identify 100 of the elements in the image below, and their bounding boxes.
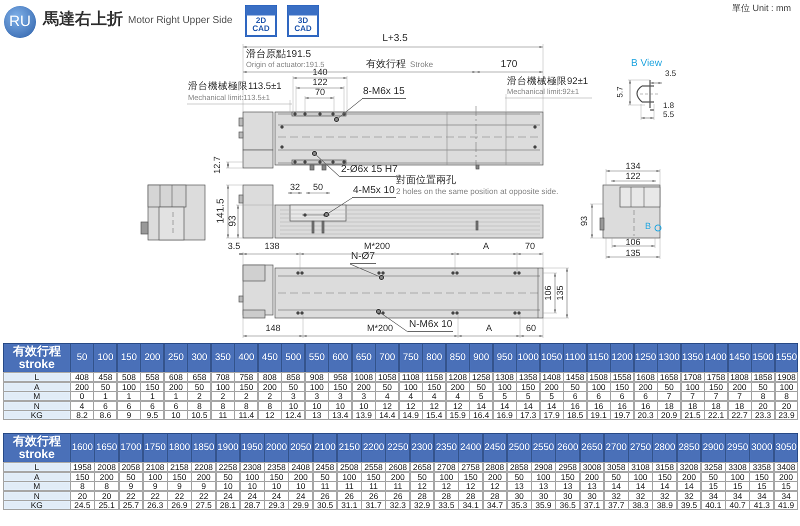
table-header-cell: 1100 xyxy=(563,343,588,372)
table-header-cell: 800 xyxy=(422,343,446,372)
callout-text: N-Ø7 xyxy=(350,251,376,264)
table-cell: 4 xyxy=(422,391,446,402)
table-header-cell: 2000 xyxy=(264,433,289,462)
dimension-label: 有效行程 xyxy=(366,59,406,70)
dimension-label: 135 xyxy=(556,285,566,301)
table-cell: 5 xyxy=(492,391,517,402)
table-header-cell: 1300 xyxy=(657,343,682,372)
table-cell: 2508 xyxy=(336,462,362,472)
table-header-cell: 1500 xyxy=(751,343,775,372)
table-cell: 16.9 xyxy=(492,410,517,420)
table-cell: 150 xyxy=(610,382,634,392)
table-header-cell: 2700 xyxy=(604,433,629,462)
table-cell: 10 xyxy=(216,481,240,492)
table-cell: 29.3 xyxy=(264,500,289,510)
table-cell: 12 xyxy=(258,410,282,420)
table-cell: 1908 xyxy=(774,372,798,382)
table-cell: 23.9 xyxy=(774,410,798,420)
table-cell: 37.1 xyxy=(580,500,604,510)
table-cell: 14.4 xyxy=(375,410,400,420)
table-cell: 8 xyxy=(751,391,775,402)
table-cell: 12 xyxy=(458,481,484,492)
table-cell: 32.9 xyxy=(410,500,434,510)
table-cell: 15.9 xyxy=(446,410,470,420)
table-cell: 3008 xyxy=(580,462,604,472)
table-cell: 19.7 xyxy=(610,410,634,420)
table-cell: 3 xyxy=(352,391,376,402)
dimension-note: 滑台原點191.5 xyxy=(246,49,312,60)
table-cell: 658 xyxy=(187,372,212,382)
row-header-cell: L xyxy=(3,372,70,382)
table-cell: 8 xyxy=(94,481,120,492)
table-header-cell: 1850 xyxy=(191,433,216,462)
table-cell: 12.4 xyxy=(281,410,306,420)
table-cell: 2208 xyxy=(191,462,216,472)
table-header-cell: 2050 xyxy=(288,433,314,462)
table-cell: 25.7 xyxy=(118,500,144,510)
table-cell: 1258 xyxy=(469,372,494,382)
dimension-label: 70 xyxy=(525,242,535,252)
table-cell: 17.3 xyxy=(516,410,540,420)
table-cell: 6 xyxy=(586,391,611,402)
view-marker: B xyxy=(645,222,652,232)
table-cell: 1958 xyxy=(70,462,95,472)
table-cell: 15 xyxy=(749,481,774,492)
table-cell: 11 xyxy=(312,481,338,492)
table-cell: 150 xyxy=(328,382,352,392)
table-cell: 9 xyxy=(118,481,144,492)
table-cell: 12 xyxy=(482,481,508,492)
table-cell: 3 xyxy=(304,391,329,402)
table-cell: 2608 xyxy=(385,462,410,472)
table-header-cell: 550 xyxy=(304,343,329,372)
table-cell: 150 xyxy=(749,472,774,482)
table-cell: 200 xyxy=(94,472,120,482)
dimension-label: 122 xyxy=(312,78,328,88)
table-cell: 20 xyxy=(751,400,775,411)
table-cell: 2358 xyxy=(264,462,289,472)
table-cell: 15 xyxy=(774,481,798,492)
table-cell: 18 xyxy=(657,400,682,411)
view-label: B View xyxy=(631,58,662,69)
table-header-cell: 2300 xyxy=(410,433,434,462)
dimension-note: 滑台機械極限92±1 xyxy=(507,77,588,88)
table-cell: 558 xyxy=(140,372,164,382)
table-header-cell: 1650 xyxy=(94,433,120,462)
table-cell: 29.9 xyxy=(288,500,314,510)
table-header-cell: 2950 xyxy=(725,433,750,462)
table-cell: 38.9 xyxy=(652,500,678,510)
table-header-cell: 250 xyxy=(164,343,188,372)
table-header-cell: 1950 xyxy=(240,433,265,462)
table-cell: 36.5 xyxy=(555,500,580,510)
table-header-cell: 200 xyxy=(140,343,164,372)
leader-line xyxy=(350,264,380,277)
table-cell: 31.1 xyxy=(336,500,362,510)
table-cell: 4 xyxy=(398,391,423,402)
callout-text: N-M6x 10 xyxy=(408,319,454,332)
table-cell: 40.1 xyxy=(700,500,726,510)
table-cell: 35.9 xyxy=(531,500,556,510)
table-cell: 41.3 xyxy=(749,500,774,510)
table-cell: 1808 xyxy=(728,372,752,382)
table-cell: 17.9 xyxy=(540,410,564,420)
table-cell: 2308 xyxy=(240,462,265,472)
table-cell: 9 xyxy=(116,410,141,420)
table-cell: 26.9 xyxy=(167,500,192,510)
dimension-label: 135 xyxy=(625,249,641,259)
table-cell: 2658 xyxy=(410,462,434,472)
dimension-label: A xyxy=(486,324,492,334)
table-header-cell: 1550 xyxy=(774,343,798,372)
unit-note: 單位 Unit : mm xyxy=(732,4,792,14)
table-cell: 5 xyxy=(516,391,540,402)
table-cell: 2858 xyxy=(506,462,532,472)
table-cell: 11 xyxy=(385,481,410,492)
dimension-label: 93 xyxy=(228,215,238,227)
table-cell: 1608 xyxy=(634,372,658,382)
table-cell: 13 xyxy=(304,410,329,420)
table-cell: 1058 xyxy=(375,372,400,382)
table-cell: 12 xyxy=(410,481,434,492)
table-cell: 10 xyxy=(264,481,289,492)
table-cell: 13 xyxy=(555,481,580,492)
table-cell: 26.3 xyxy=(142,500,168,510)
table-cell: 34 xyxy=(749,490,774,501)
table-header-cell: 1800 xyxy=(167,433,192,462)
